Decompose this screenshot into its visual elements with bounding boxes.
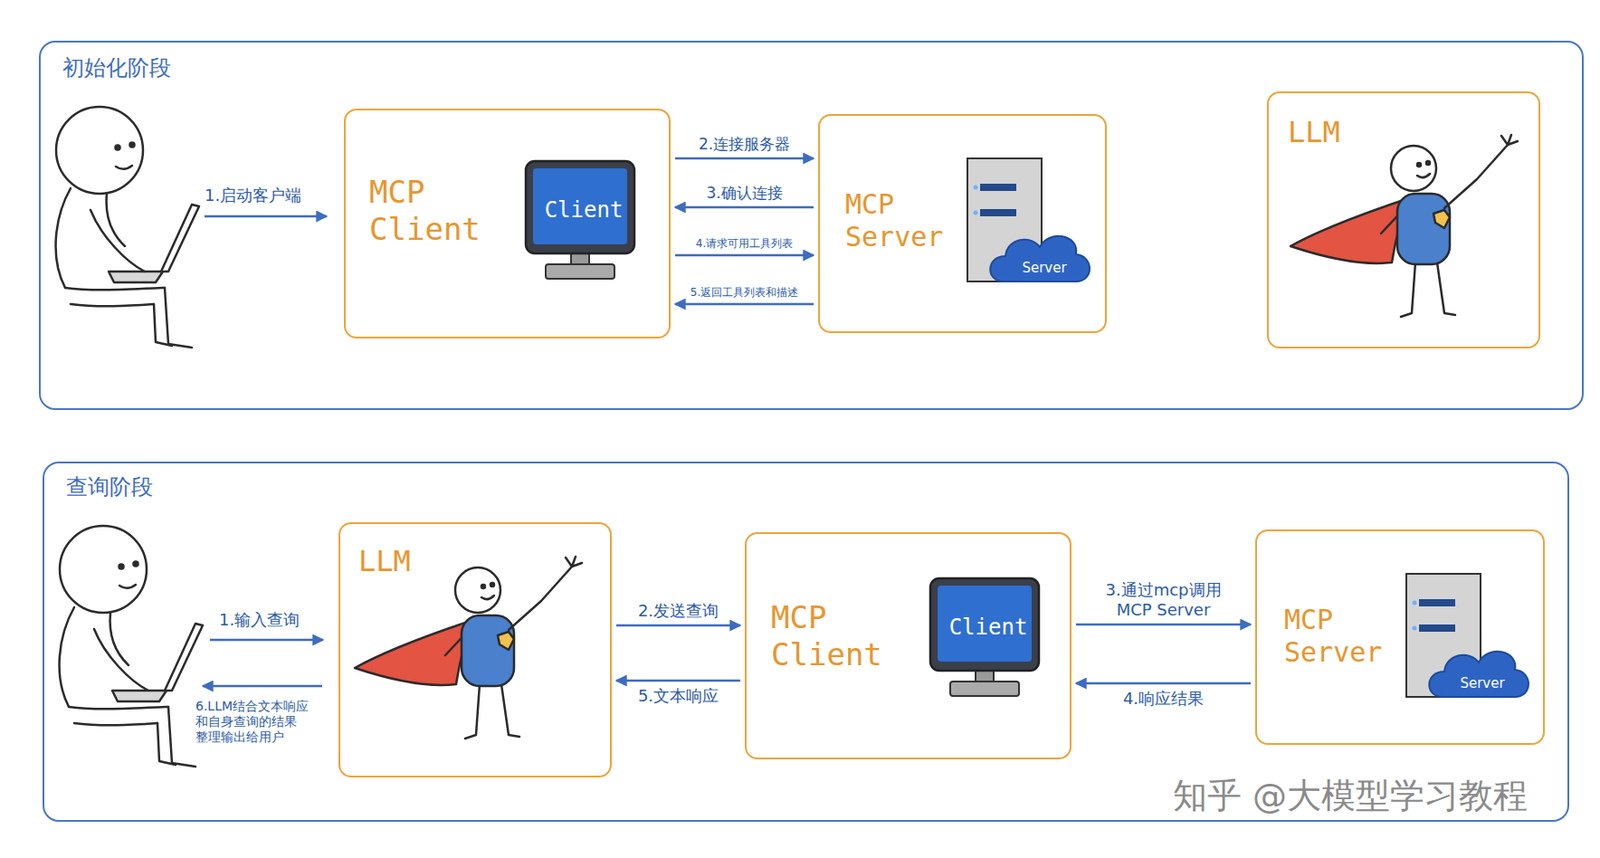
edge-label: 3.确认连接 (703, 183, 785, 203)
connector-arrow (616, 679, 741, 683)
monitor-icon (525, 161, 635, 279)
box-title: LLM (358, 543, 411, 579)
connector-arrow (675, 254, 814, 258)
edge-label: 3.通过mcp调用 MCP Server (1093, 580, 1235, 620)
stage-title: 查询阶段 (66, 474, 153, 501)
step-label: 1.启动客户端 (204, 185, 302, 206)
connector-arrow (1076, 623, 1251, 627)
connector-arrow (675, 206, 814, 210)
monitor-icon (930, 578, 1039, 696)
user-figure (59, 525, 203, 767)
server-box: MCP ServerServer (818, 114, 1107, 334)
flow-arrow (202, 685, 323, 688)
client-box: MCP Client Client (343, 108, 671, 339)
box-title: MCP Server (1284, 603, 1402, 669)
connectors (616, 158, 1251, 684)
free-arrows (202, 216, 327, 686)
server-icon (967, 158, 1090, 282)
connector-arrow (675, 157, 814, 161)
icon-text: Client (949, 614, 1029, 641)
box-title: MCP Server (845, 188, 963, 254)
stage-panel: 初始化阶段 MCP Client Client MCP ServerServer LLM (38, 40, 1584, 410)
client-box: MCP Client Client (744, 532, 1072, 760)
connector-arrow (1076, 682, 1251, 686)
edge-label: 5.文本响应 (635, 685, 722, 706)
icon-text: Server (1459, 675, 1505, 692)
llm-hero-figure (354, 556, 582, 739)
stage-panel: 查询阶段 LLM MCP Client Client MCP ServerServer (42, 461, 1570, 822)
icon-text: Client (544, 197, 624, 224)
stage-title: 初始化阶段 (62, 55, 172, 82)
step-label: 6.LLM结合文本响应 和自身查询的结果 整理输出给用户 (195, 698, 332, 745)
connector-arrow (616, 624, 741, 628)
llm-hero-figure (1290, 134, 1518, 317)
watermark: 知乎 @大模型学习教程 (1172, 774, 1528, 817)
edge-label: 4.响应结果 (1120, 688, 1207, 709)
step-label: 1.输入查询 (219, 609, 300, 630)
box-title: LLM (1287, 114, 1341, 150)
icon-text: Server (1021, 259, 1067, 277)
user-figure (56, 106, 200, 348)
server-box: MCP ServerServer (1255, 529, 1545, 745)
box-title: MCP Client (369, 173, 496, 248)
edge-label: 2.发送查询 (635, 600, 722, 621)
llm-box: LLM (338, 522, 612, 778)
box-title: MCP Client (771, 599, 898, 674)
flow-arrow (209, 638, 324, 642)
server-icon (1406, 573, 1529, 697)
edge-label: 4.请求可用工具列表 (693, 237, 796, 251)
edge-label: 2.连接服务器 (695, 134, 793, 154)
llm-box: LLM (1266, 91, 1541, 349)
connector-arrow (675, 303, 814, 306)
flow-arrow (204, 215, 327, 219)
edge-label: 5.返回工具列表和描述 (687, 285, 801, 300)
